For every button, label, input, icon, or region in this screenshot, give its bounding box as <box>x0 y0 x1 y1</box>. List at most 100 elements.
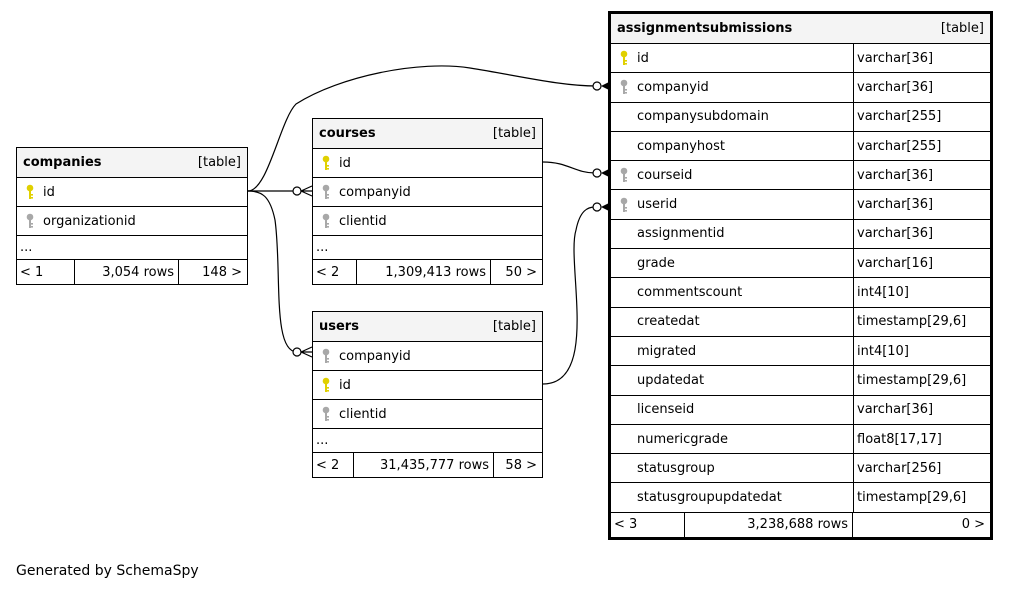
column-row[interactable]: courseid varchar[36] <box>611 161 990 191</box>
column-name: numericgrade <box>637 431 729 447</box>
row-count: 31,435,777 rows <box>354 453 494 477</box>
column-row[interactable]: companyid <box>313 342 542 371</box>
column-name: id <box>339 155 351 171</box>
table-footer: < 3 3,238,688 rows 0 > <box>611 512 990 537</box>
column-name: courseid <box>637 167 693 183</box>
column-name: grade <box>637 255 675 271</box>
column-name: commentscount <box>637 285 743 301</box>
primary-key-icon <box>319 155 333 171</box>
column-name: companyhost <box>637 138 725 154</box>
many-marker <box>300 185 313 197</box>
column-type: timestamp[29,6] <box>853 307 990 336</box>
column-name: companyid <box>339 184 411 200</box>
more-columns: ... <box>313 236 542 260</box>
foreign-key-icon <box>617 79 631 95</box>
column-name: clientid <box>339 213 387 229</box>
edge-users-assignmentsubmissions <box>542 206 596 385</box>
primary-key-icon <box>319 377 333 393</box>
column-row[interactable]: migrated int4[10] <box>611 336 990 367</box>
column-row[interactable]: id <box>313 149 542 178</box>
table-header: assignmentsubmissions [table] <box>611 14 990 44</box>
foreign-key-icon <box>319 406 333 422</box>
column-type: varchar[255] <box>853 102 990 131</box>
column-name: id <box>637 50 649 66</box>
row-count: 3,054 rows <box>75 260 179 284</box>
table-courses[interactable]: courses [table] id companyid clientid ..… <box>312 118 543 285</box>
table-header: users [table] <box>313 312 542 342</box>
column-type: varchar[16] <box>853 249 990 278</box>
foreign-key-icon <box>617 167 631 183</box>
column-name: updatedat <box>637 372 705 388</box>
optional-marker <box>292 347 302 357</box>
parents-count[interactable]: < 2 <box>313 260 357 284</box>
column-name: companyid <box>339 348 411 364</box>
table-name: companies <box>23 155 102 170</box>
children-count[interactable]: 148 > <box>202 264 242 280</box>
column-name: migrated <box>637 343 697 359</box>
column-row[interactable]: companyid <box>313 178 542 207</box>
table-kind: [table] <box>492 319 536 334</box>
column-name: companysubdomain <box>637 109 769 125</box>
column-row[interactable]: updatedat timestamp[29,6] <box>611 366 990 396</box>
column-row[interactable]: grade varchar[16] <box>611 249 990 279</box>
column-name: companyid <box>637 79 709 95</box>
column-name: id <box>43 184 55 200</box>
foreign-key-icon <box>319 184 333 200</box>
children-count[interactable]: 0 > <box>961 517 985 533</box>
column-type: timestamp[29,6] <box>853 366 990 395</box>
column-type: int4[10] <box>853 336 990 366</box>
column-name: id <box>339 377 351 393</box>
primary-key-icon <box>617 50 631 66</box>
table-companies[interactable]: companies [table] id organizationid ... … <box>16 147 248 285</box>
column-row[interactable]: id <box>17 178 247 207</box>
column-type: varchar[36] <box>853 44 990 73</box>
primary-key-icon <box>23 184 37 200</box>
table-users[interactable]: users [table] companyid id clientid ... … <box>312 311 543 478</box>
column-name: statusgroup <box>637 460 715 476</box>
table-header: companies [table] <box>17 148 247 178</box>
column-row[interactable]: id <box>313 371 542 400</box>
column-row[interactable]: id varchar[36] <box>611 44 990 74</box>
table-kind: [table] <box>492 126 536 141</box>
column-row[interactable]: companyhost varchar[255] <box>611 131 990 162</box>
column-row[interactable]: commentscount int4[10] <box>611 278 990 308</box>
column-type: varchar[255] <box>853 131 990 161</box>
column-type: varchar[36] <box>853 161 990 190</box>
column-type: int4[10] <box>853 278 990 307</box>
table-name: assignmentsubmissions <box>617 21 793 36</box>
parents-count[interactable]: < 1 <box>17 260 75 284</box>
table-name: users <box>319 319 359 334</box>
column-row[interactable]: clientid <box>313 400 542 429</box>
edge-companies-users <box>247 190 298 353</box>
foreign-key-icon <box>23 213 37 229</box>
column-name: organizationid <box>43 213 136 229</box>
children-count[interactable]: 50 > <box>505 264 537 280</box>
row-count: 1,309,413 rows <box>357 260 491 284</box>
table-header: courses [table] <box>313 119 542 149</box>
column-row[interactable]: clientid <box>313 207 542 236</box>
foreign-key-icon <box>319 213 333 229</box>
column-name: userid <box>637 197 678 213</box>
column-row[interactable]: statusgroup varchar[256] <box>611 454 990 484</box>
column-type: varchar[256] <box>853 454 990 483</box>
parents-count[interactable]: < 2 <box>313 453 354 477</box>
column-row[interactable]: companysubdomain varchar[255] <box>611 102 990 132</box>
table-footer: < 1 3,054 rows 148 > <box>17 260 247 284</box>
optional-marker <box>592 168 602 178</box>
column-type: varchar[36] <box>853 395 990 424</box>
column-type: varchar[36] <box>853 190 990 219</box>
column-name: assignmentid <box>637 226 725 242</box>
column-row[interactable]: userid varchar[36] <box>611 190 990 220</box>
table-assignmentsubmissions[interactable]: assignmentsubmissions [table] id varchar[… <box>608 11 993 540</box>
column-row[interactable]: organizationid <box>17 207 247 236</box>
table-name: courses <box>319 126 376 141</box>
table-footer: < 2 31,435,777 rows 58 > <box>313 453 542 477</box>
parents-count[interactable]: < 3 <box>611 512 685 537</box>
children-count[interactable]: 58 > <box>505 457 537 473</box>
